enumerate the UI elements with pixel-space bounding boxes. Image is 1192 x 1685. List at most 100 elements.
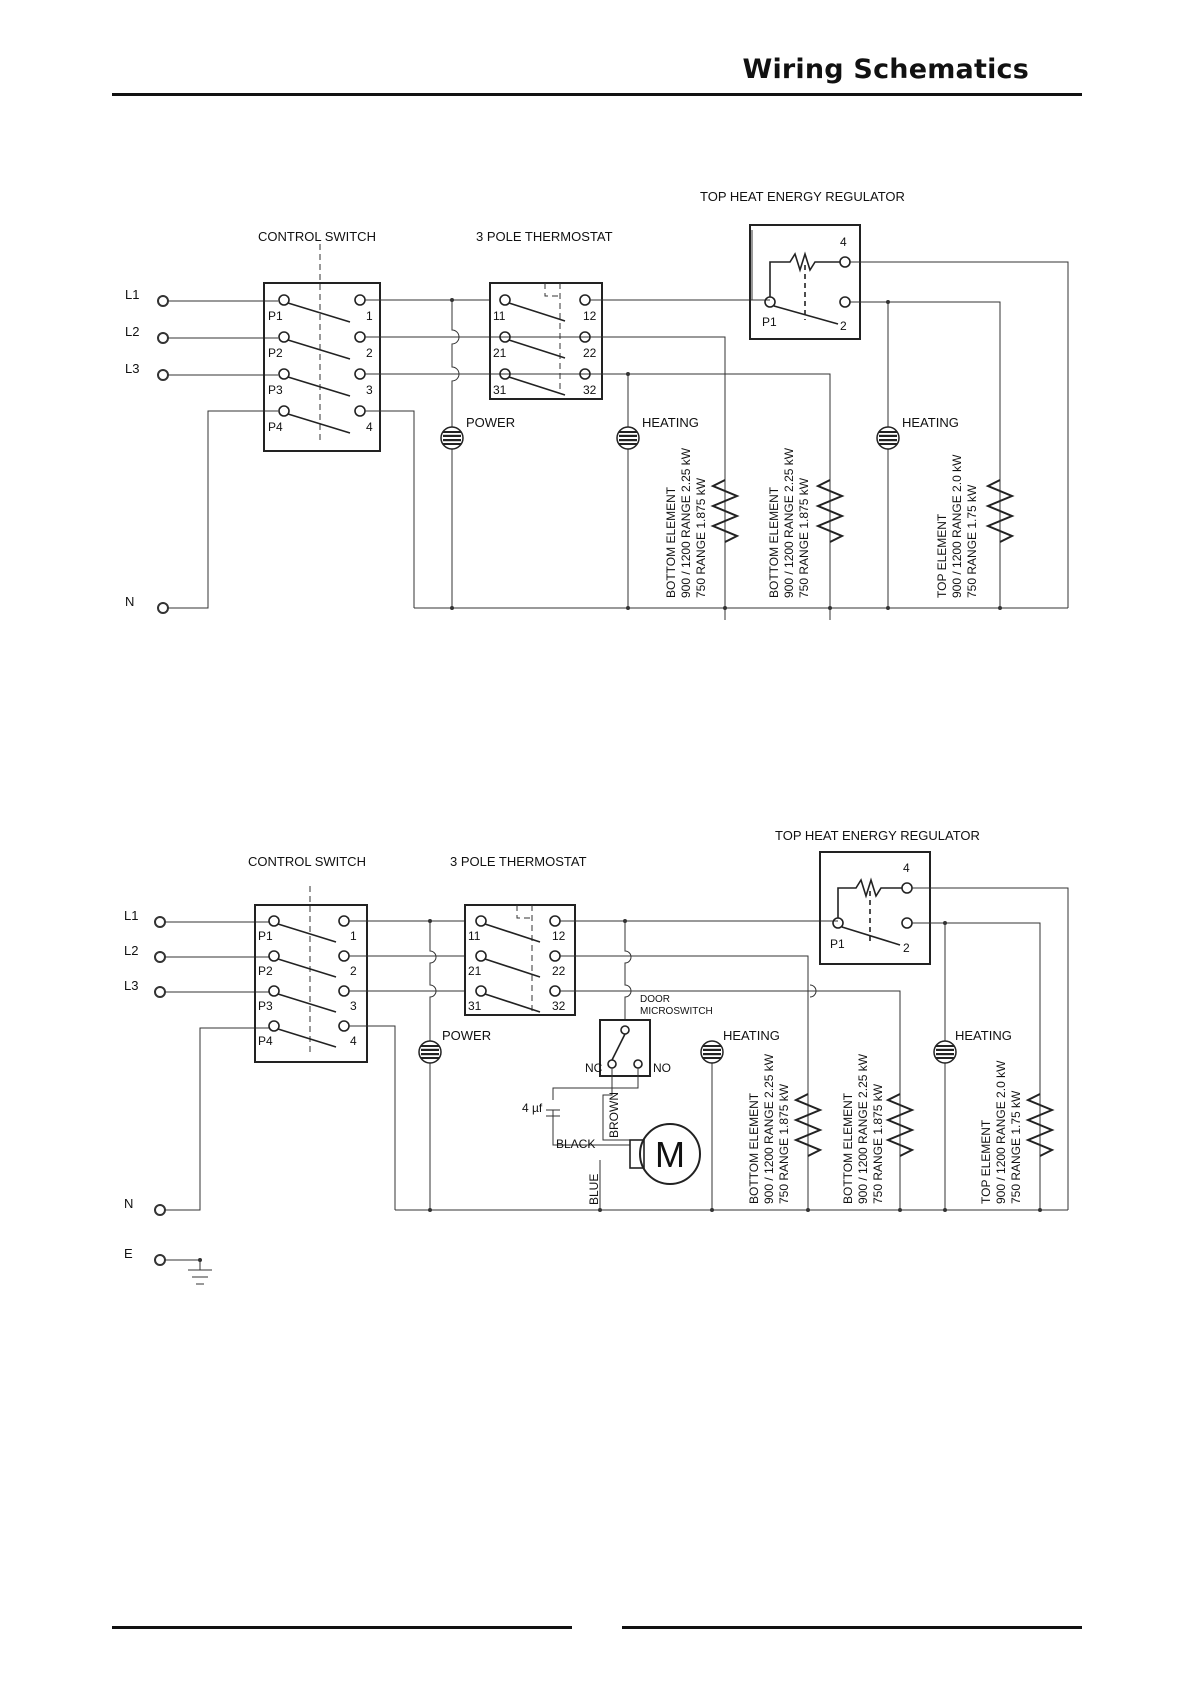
regulator-label: TOP HEAT ENERGY REGULATOR xyxy=(775,828,980,843)
svg-text:BOTTOM ELEMENT: BOTTOM ELEMENT xyxy=(747,1092,761,1204)
terminal-21: 21 xyxy=(493,346,507,360)
terminal-21: 21 xyxy=(468,964,482,978)
terminal-31: 31 xyxy=(468,999,482,1013)
element-1-label: BOTTOM ELEMENT 900 / 1200 RANGE 2.25 kW … xyxy=(664,447,708,598)
schematic-2 xyxy=(154,851,1069,1285)
control-switch-box xyxy=(254,904,368,1063)
terminal-p1: P1 xyxy=(258,929,273,943)
heating-label: HEATING xyxy=(642,415,699,430)
label-l2: L2 xyxy=(124,943,138,958)
label-l2: L2 xyxy=(125,324,139,339)
terminal-1: 1 xyxy=(350,929,357,943)
door-microswitch-label: MICROSWITCH xyxy=(640,1006,713,1017)
svg-text:900 / 1200 RANGE 2.25 kW: 900 / 1200 RANGE 2.25 kW xyxy=(856,1053,870,1204)
terminal-12: 12 xyxy=(583,309,597,323)
heating-label: HEATING xyxy=(723,1028,780,1043)
reg-terminal-p1: P1 xyxy=(830,937,845,951)
terminal-p3: P3 xyxy=(268,383,283,397)
svg-text:750 RANGE 1.875 kW: 750 RANGE 1.875 kW xyxy=(777,1083,791,1204)
element-3-label: TOP ELEMENT 900 / 1200 RANGE 2.0 kW 750 … xyxy=(979,1060,1023,1204)
door-microswitch-label: DOOR xyxy=(640,994,670,1005)
nc-label: NC xyxy=(585,1061,603,1075)
door-microswitch-box xyxy=(599,1019,651,1077)
heating-lamp-icon xyxy=(876,426,900,450)
no-label: NO xyxy=(653,1061,671,1075)
terminal-22: 22 xyxy=(583,346,597,360)
svg-text:750 RANGE 1.875 kW: 750 RANGE 1.875 kW xyxy=(694,477,708,598)
heating-lamp-icon xyxy=(700,1040,724,1064)
label-e: E xyxy=(124,1246,133,1261)
terminal-2: 2 xyxy=(350,964,357,978)
power-label: POWER xyxy=(442,1028,491,1043)
terminal-3: 3 xyxy=(366,383,373,397)
control-switch-box xyxy=(263,282,381,452)
terminal-p1: P1 xyxy=(268,309,283,323)
wire-black-label: BLACK xyxy=(556,1137,595,1151)
terminal-2: 2 xyxy=(366,346,373,360)
terminal-12: 12 xyxy=(552,929,566,943)
reg-terminal-4: 4 xyxy=(903,861,910,875)
label-l1: L1 xyxy=(125,287,139,302)
heating-lamp-icon xyxy=(933,1040,957,1064)
terminal-3: 3 xyxy=(350,999,357,1013)
terminal-11: 11 xyxy=(493,309,506,323)
svg-text:900 / 1200 RANGE 2.25 kW: 900 / 1200 RANGE 2.25 kW xyxy=(782,447,796,598)
regulator-label: TOP HEAT ENERGY REGULATOR xyxy=(700,189,905,204)
thermostat-label: 3 POLE THERMOSTAT xyxy=(450,854,587,869)
element-2-label: BOTTOM ELEMENT 900 / 1200 RANGE 2.25 kW … xyxy=(767,447,811,598)
wire-blue-label: BLUE xyxy=(587,1174,601,1205)
reg-terminal-4: 4 xyxy=(840,235,847,249)
terminal-p2: P2 xyxy=(268,346,283,360)
svg-text:750 RANGE 1.875 kW: 750 RANGE 1.875 kW xyxy=(797,477,811,598)
svg-text:BOTTOM ELEMENT: BOTTOM ELEMENT xyxy=(841,1092,855,1204)
svg-text:TOP ELEMENT: TOP ELEMENT xyxy=(935,513,949,598)
power-lamp-icon xyxy=(418,1040,442,1064)
regulator-box xyxy=(749,224,861,340)
footer-rule-right xyxy=(622,1626,1082,1629)
motor-icon xyxy=(639,1123,701,1185)
terminal-1: 1 xyxy=(366,309,373,323)
terminal-4: 4 xyxy=(366,420,373,434)
power-label: POWER xyxy=(466,415,515,430)
capacitor-label: 4 µf xyxy=(522,1101,543,1115)
element-3-label: TOP ELEMENT 900 / 1200 RANGE 2.0 kW 750 … xyxy=(935,454,979,598)
heating-label: HEATING xyxy=(955,1028,1012,1043)
svg-text:TOP ELEMENT: TOP ELEMENT xyxy=(979,1119,993,1204)
terminal-p2: P2 xyxy=(258,964,273,978)
reg-terminal-p1: P1 xyxy=(762,315,777,329)
svg-text:900 / 1200 RANGE 2.0 kW: 900 / 1200 RANGE 2.0 kW xyxy=(994,1060,1008,1204)
terminal-32: 32 xyxy=(552,999,566,1013)
label-l1: L1 xyxy=(124,908,138,923)
reg-terminal-2: 2 xyxy=(903,941,910,955)
reg-terminal-2: 2 xyxy=(840,319,847,333)
control-switch-label: CONTROL SWITCH xyxy=(258,229,376,244)
svg-text:BOTTOM ELEMENT: BOTTOM ELEMENT xyxy=(767,486,781,598)
regulator-box xyxy=(819,851,931,965)
terminal-p3: P3 xyxy=(258,999,273,1013)
terminal-22: 22 xyxy=(552,964,566,978)
footer-rule-left xyxy=(112,1626,572,1629)
terminal-p4: P4 xyxy=(258,1034,273,1048)
svg-text:900 / 1200 RANGE 2.0 kW: 900 / 1200 RANGE 2.0 kW xyxy=(950,454,964,598)
label-l3: L3 xyxy=(124,978,138,993)
control-switch-label: CONTROL SWITCH xyxy=(248,854,366,869)
motor-label: M xyxy=(655,1134,685,1175)
thermostat-box xyxy=(464,904,576,1016)
heating-label: HEATING xyxy=(902,415,959,430)
svg-text:750 RANGE 1.75 kW: 750 RANGE 1.75 kW xyxy=(1009,1090,1023,1204)
schematic-1 xyxy=(157,224,1069,620)
label-l3: L3 xyxy=(125,361,139,376)
terminal-31: 31 xyxy=(493,383,507,397)
header-rule xyxy=(112,93,1082,96)
terminal-4: 4 xyxy=(350,1034,357,1048)
element-1-label: BOTTOM ELEMENT 900 / 1200 RANGE 2.25 kW … xyxy=(747,1053,791,1204)
power-lamp-icon xyxy=(440,426,464,450)
terminal-32: 32 xyxy=(583,383,597,397)
svg-text:900 / 1200 RANGE 2.25 kW: 900 / 1200 RANGE 2.25 kW xyxy=(762,1053,776,1204)
label-n: N xyxy=(124,1196,133,1211)
earth-icon xyxy=(165,1259,212,1285)
terminal-11: 11 xyxy=(468,929,481,943)
wire-brown-label: BROWN xyxy=(607,1092,621,1138)
thermostat-box xyxy=(489,282,603,400)
